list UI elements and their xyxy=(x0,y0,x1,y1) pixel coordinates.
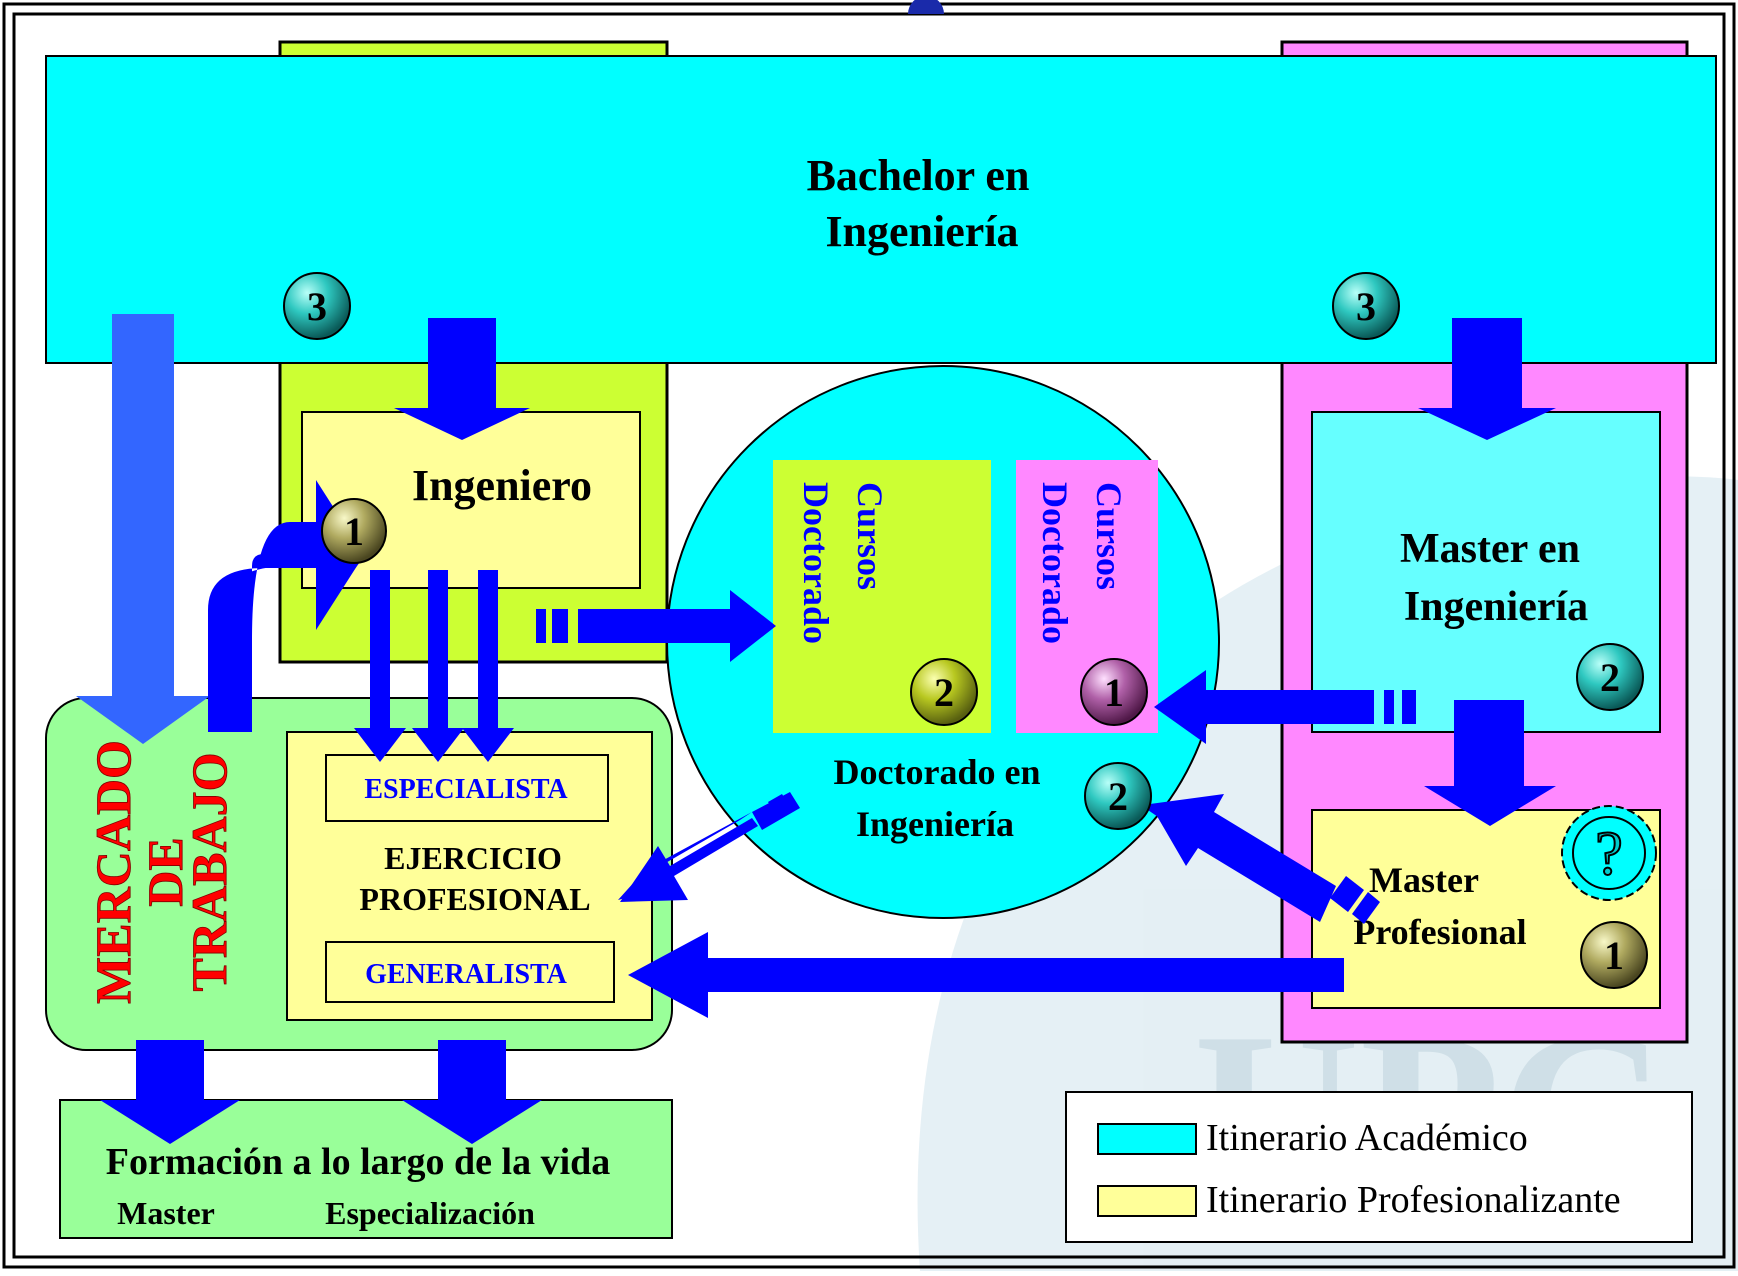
badge-bachelor-left-number: 3 xyxy=(307,284,327,329)
question-icon: ? xyxy=(1561,805,1657,901)
formacion-item-especializacion: Especialización xyxy=(325,1195,535,1231)
arrow-bachelor-to-mercado xyxy=(76,314,210,744)
arrow-bachelor-to-ingeniero xyxy=(394,318,530,440)
badge-doctorado: 2 xyxy=(1084,762,1152,830)
ejercicio-line2: PROFESIONAL xyxy=(359,881,590,917)
arrow-ingeniero-to-ejercicio-2 xyxy=(412,570,464,762)
especialista-box xyxy=(325,754,609,822)
badge-master-ingenieria-number: 2 xyxy=(1600,655,1620,700)
legend-label-profesionalizante: Itinerario Profesionalizante xyxy=(1206,1179,1621,1221)
ingeniero-label: Ingeniero xyxy=(412,461,592,510)
arrow-profesional-to-generalista xyxy=(628,932,1344,1018)
badge-bachelor-right-number: 3 xyxy=(1356,284,1376,329)
arrow-ingeniero-to-doctorado xyxy=(536,590,776,662)
cursos-left-line2: Doctorado xyxy=(796,482,836,644)
badge-ingeniero-number: 1 xyxy=(344,509,364,554)
legend-swatch-profesionalizante xyxy=(1097,1185,1197,1217)
badge-cursos-right-number: 1 xyxy=(1104,670,1124,715)
badge-doctorado-number: 2 xyxy=(1108,774,1128,819)
bachelor-title-line2: Ingeniería xyxy=(825,207,1018,256)
formacion-item-master: Master xyxy=(117,1195,215,1231)
mercado-line1: MERCADO xyxy=(85,740,141,1004)
mercado-line3: TRABAJO xyxy=(181,753,237,992)
arrow-bachelor-to-master xyxy=(1418,318,1556,440)
inner-border xyxy=(12,12,1726,1259)
badge-ingeniero: 1 xyxy=(321,498,387,564)
legend-label-academico: Itinerario Académico xyxy=(1206,1117,1528,1159)
master-profesional-line2: Profesional xyxy=(1353,912,1526,952)
arrow-master-to-doctorado xyxy=(1154,670,1416,744)
cursos-right-line1: Cursos xyxy=(1089,482,1129,590)
master-ingenieria-line2: Ingeniería xyxy=(1404,584,1588,630)
doctorado-title-line1: Doctorado en xyxy=(834,752,1041,792)
badge-cursos-left: 2 xyxy=(910,658,978,726)
badge-cursos-right: 1 xyxy=(1080,658,1148,726)
arrow-master-to-profesional xyxy=(1424,700,1556,826)
master-profesional-line1: Master xyxy=(1369,860,1479,900)
arrow-ingeniero-to-ejercicio-3 xyxy=(462,570,514,762)
ejercicio-line1: EJERCICIO xyxy=(384,840,562,876)
badge-master-profesional-number: 1 xyxy=(1604,933,1624,978)
bachelor-title-line1: Bachelor en xyxy=(807,151,1030,200)
badge-master-profesional: 1 xyxy=(1580,921,1648,989)
arrow-mercado-to-formacion-1 xyxy=(100,1040,240,1144)
badge-bachelor-left: 3 xyxy=(283,272,351,340)
legend-swatch-academico xyxy=(1097,1123,1197,1155)
generalista-label: GENERALISTA xyxy=(365,959,568,990)
cursos-right-line2: Doctorado xyxy=(1035,482,1075,644)
legend-box xyxy=(1065,1091,1693,1243)
mercado-line2: DE xyxy=(137,837,193,906)
arrow-mercado-to-formacion-2 xyxy=(402,1040,542,1144)
legend: Itinerario Académico Itinerario Profesio… xyxy=(1065,1091,1693,1243)
arrow-profesional-to-doctorado xyxy=(1142,794,1380,924)
mercado-label: MERCADO DE TRABAJO xyxy=(85,740,238,1005)
badge-master-ingenieria: 2 xyxy=(1576,643,1644,711)
master-ingenieria-line1: Master en xyxy=(1400,526,1580,572)
generalista-box xyxy=(325,941,615,1003)
badge-cursos-left-number: 2 xyxy=(934,670,954,715)
question-mark: ? xyxy=(1595,820,1623,888)
formacion-title: Formación a lo largo de la vida xyxy=(106,1141,611,1183)
especialista-label: ESPECIALISTA xyxy=(364,774,568,805)
arrow-doctorado-to-ejercicio xyxy=(618,792,800,902)
doctorado-title-line2: Ingeniería xyxy=(856,804,1014,844)
badge-bachelor-right: 3 xyxy=(1332,272,1400,340)
arrow-ingeniero-to-ejercicio-1 xyxy=(354,570,406,762)
cursos-left-line1: Cursos xyxy=(850,482,890,590)
